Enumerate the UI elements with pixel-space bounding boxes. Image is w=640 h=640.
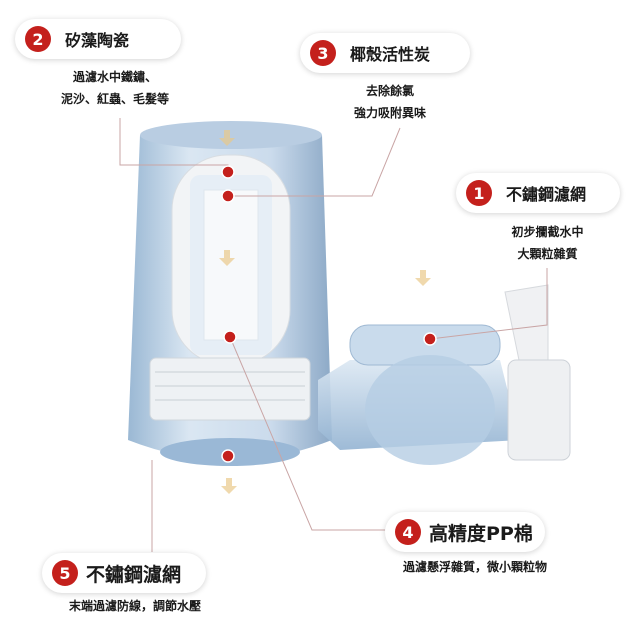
callout-3-label: 3 椰殼活性炭 <box>300 33 470 73</box>
number-badge: 1 <box>466 180 492 206</box>
desc-line: 去除餘氯 <box>365 84 414 98</box>
callout-1-description: 初步攔截水中 大顆粒雜質 <box>490 221 605 265</box>
flow-arrows <box>219 130 431 494</box>
desc-line: 過濾水中鐵鏽、 <box>72 70 157 84</box>
desc-line: 末端過濾防線，調節水壓 <box>68 599 201 613</box>
callout-1-label: 1 不鏽鋼濾網 <box>456 173 620 213</box>
callout-3-description: 去除餘氯 強力吸附異味 <box>330 80 450 124</box>
callout-4-description: 過濾懸浮雜質，微小顆粒物 <box>385 556 565 578</box>
callout-title: 矽藻陶瓷 <box>65 31 130 50</box>
desc-line: 過濾懸浮雜質，微小顆粒物 <box>402 560 547 574</box>
desc-line: 大顆粒雜質 <box>517 247 578 261</box>
number-badge: 3 <box>310 40 336 66</box>
number-badge: 4 <box>395 519 421 545</box>
callout-5-label: 5 不鏽鋼濾網 <box>42 553 206 593</box>
filter-housing <box>128 121 332 466</box>
callout-5-description: 末端過濾防線，調節水壓 <box>50 595 220 617</box>
marker-dots <box>221 165 437 463</box>
desc-line: 強力吸附異味 <box>353 106 426 120</box>
number-badge: 5 <box>52 560 78 586</box>
callout-title: 椰殼活性炭 <box>350 45 431 64</box>
number-badge: 2 <box>25 26 51 52</box>
faucet-connector <box>318 284 571 465</box>
callout-2-description: 過濾水中鐵鏽、 泥沙、紅蟲、毛髮等 <box>45 66 185 110</box>
desc-line: 泥沙、紅蟲、毛髮等 <box>60 92 169 106</box>
callout-title: 高精度PP棉 <box>429 522 533 545</box>
callout-4-label: 4 高精度PP棉 <box>385 512 545 552</box>
callout-title: 不鏽鋼濾網 <box>86 563 182 586</box>
callout-title: 不鏽鋼濾網 <box>506 185 587 204</box>
callout-2-label: 2 矽藻陶瓷 <box>15 19 181 59</box>
desc-line: 初步攔截水中 <box>511 225 584 239</box>
